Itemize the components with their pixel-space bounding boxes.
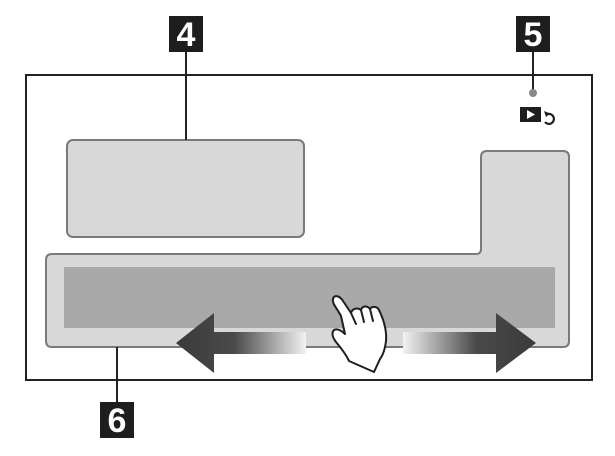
callout-4-label: 4 [177,16,196,54]
info-panel [66,139,305,238]
thumbnail-strip[interactable] [64,267,555,328]
arrow-left-icon [176,313,306,373]
pointing-hand-icon [331,295,388,373]
callout-5-label: 5 [524,16,543,54]
callout-5: 5 [516,16,550,54]
leader-dot-5 [529,89,537,97]
callout-4: 4 [169,16,203,54]
callout-6-label: 6 [108,402,127,440]
callout-6: 6 [100,402,134,440]
play-return-icon[interactable] [520,107,556,125]
arrow-right-icon [403,313,536,373]
